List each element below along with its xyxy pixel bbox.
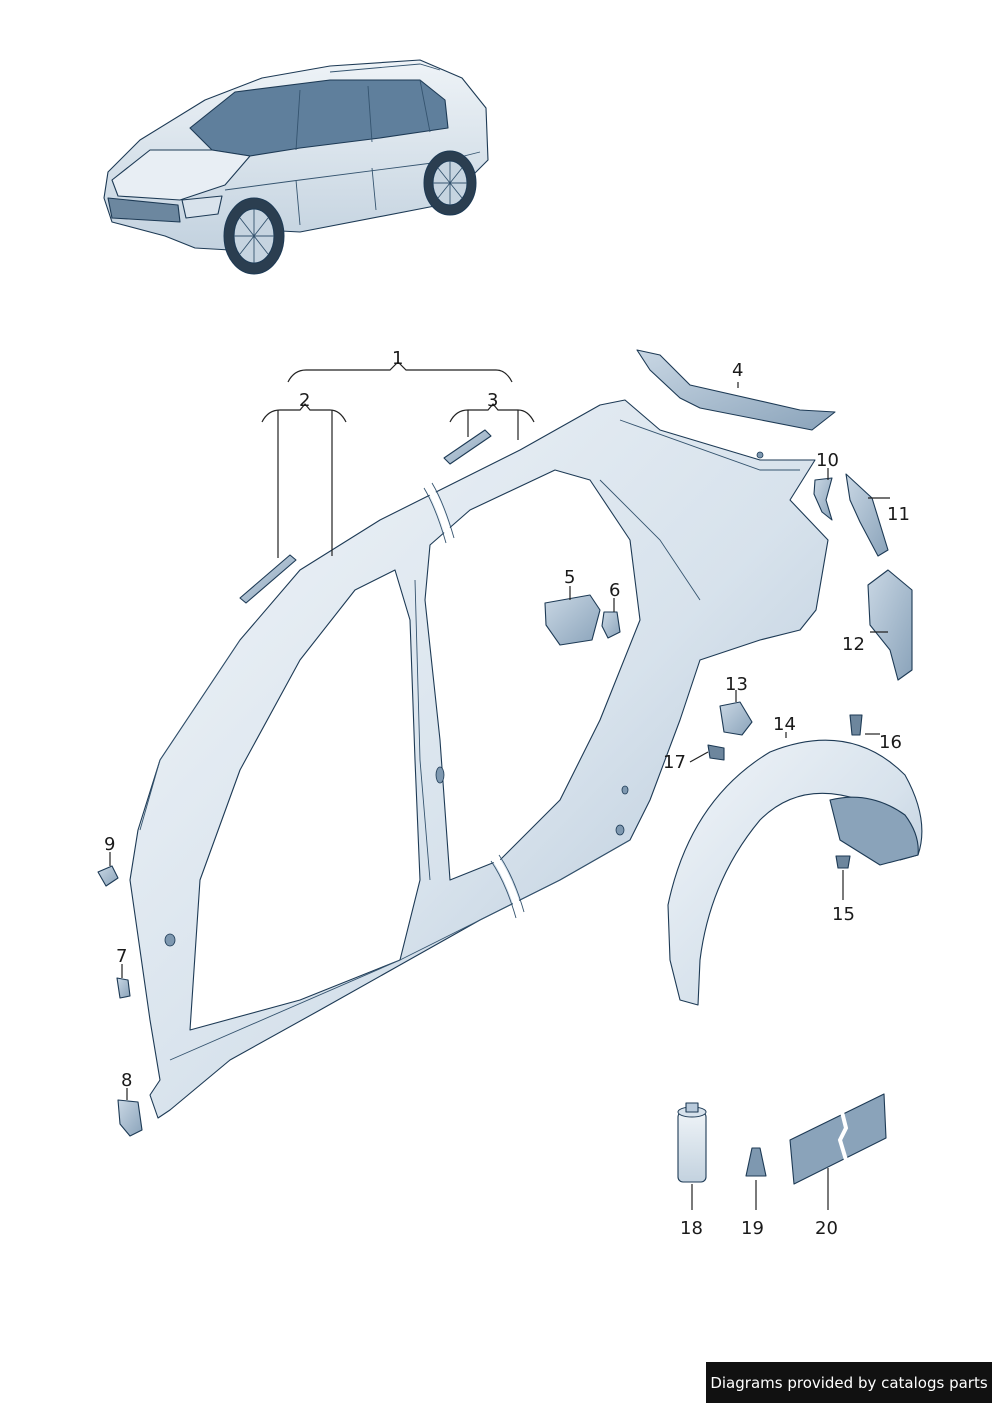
callout-14: 14: [773, 714, 796, 735]
credit-text: Diagrams provided by catalogs parts: [710, 1373, 988, 1392]
callout-9: 9: [104, 834, 115, 855]
callout-20: 20: [815, 1218, 838, 1239]
vehicle-illustration: [103, 59, 489, 275]
callout-7: 7: [116, 946, 127, 967]
callout-18: 18: [680, 1218, 703, 1239]
callout-4: 4: [732, 360, 743, 381]
callout-1: 1: [392, 348, 403, 369]
callout-2: 2: [299, 390, 310, 411]
callout-5: 5: [564, 567, 575, 588]
parts-group: [97, 349, 923, 1185]
callout-12: 12: [842, 634, 865, 655]
callout-3: 3: [487, 390, 498, 411]
leader-lines: [109, 361, 890, 1210]
callout-labels: 1 2 3 4 5 6 7 8 9 10 11 12 13 14 15 16 1…: [104, 348, 910, 1239]
callout-16: 16: [879, 732, 902, 753]
side-panel-assembly: [129, 399, 829, 1119]
callout-19: 19: [741, 1218, 764, 1239]
callout-8: 8: [121, 1070, 132, 1091]
callout-6: 6: [609, 580, 620, 601]
credit-badge: Diagrams provided by catalogs parts: [706, 1362, 992, 1403]
callout-13: 13: [725, 674, 748, 695]
callout-11: 11: [887, 504, 910, 525]
callout-15: 15: [832, 904, 855, 925]
callout-17: 17: [663, 752, 686, 773]
callout-10: 10: [816, 450, 839, 471]
